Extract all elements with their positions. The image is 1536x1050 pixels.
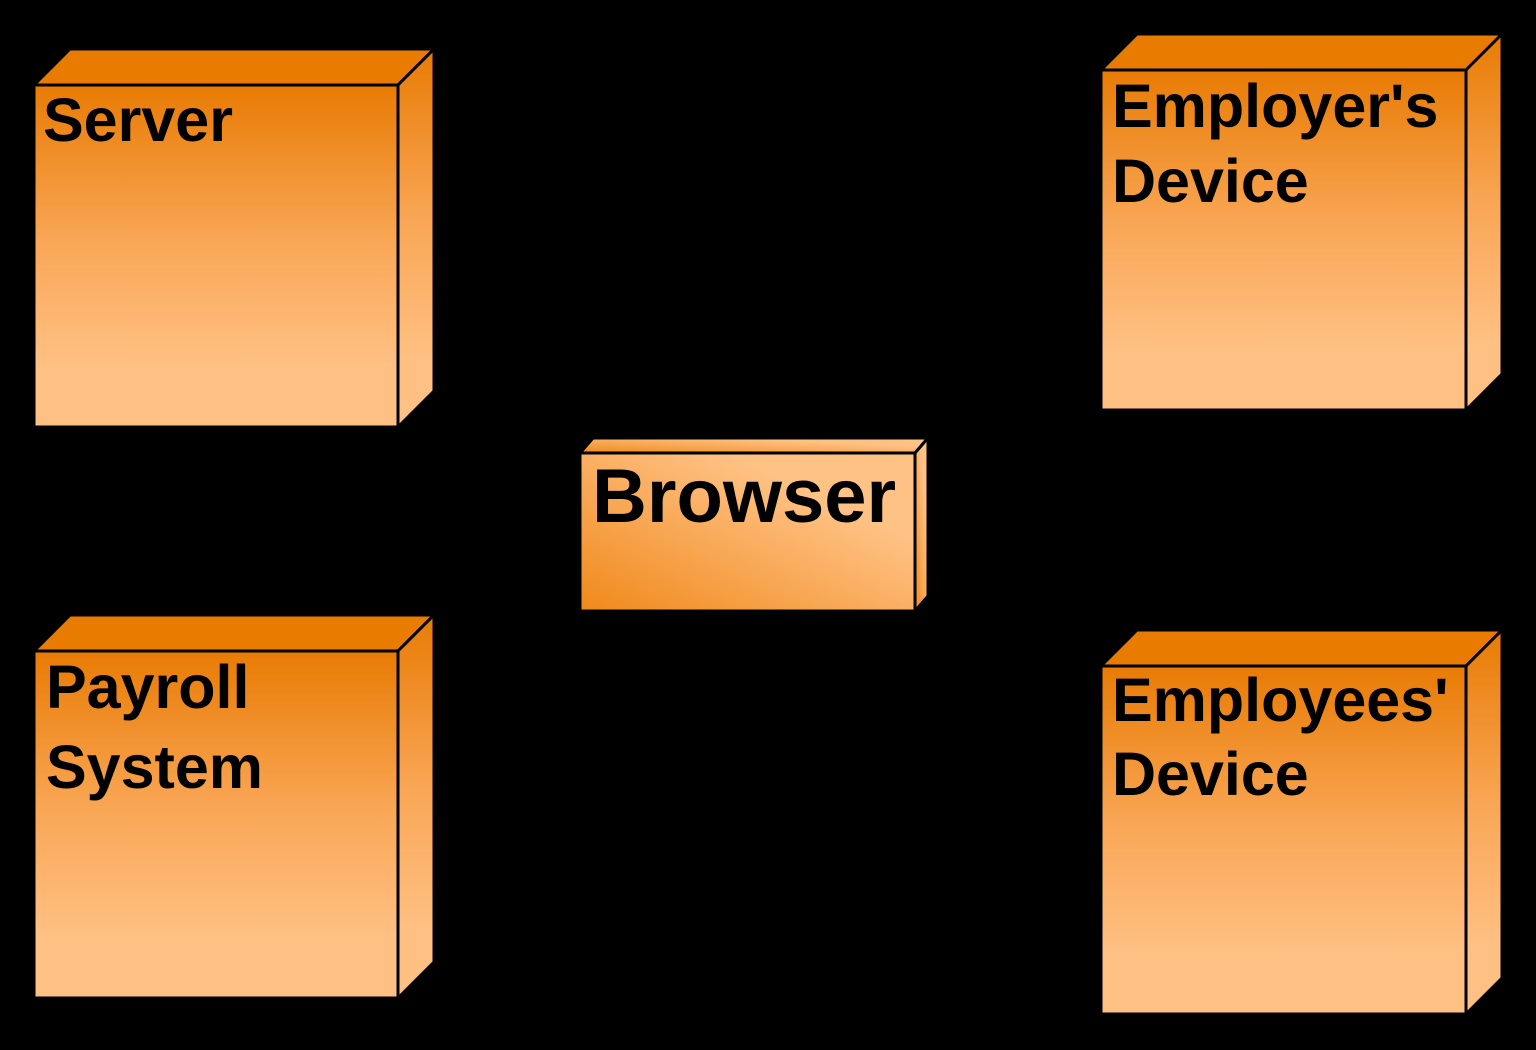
node-payroll-system-side-face [396, 611, 436, 1002]
node-payroll-system-label-line-1: Payroll [46, 653, 249, 721]
node-server-label: Server [43, 86, 233, 154]
node-browser-top-face [576, 436, 932, 455]
node-server-front-face [32, 83, 400, 429]
node-server: Server [30, 45, 438, 431]
node-payroll-system-front-face [32, 649, 400, 1000]
node-browser: Browser [576, 433, 932, 616]
node-browser-front-face [578, 451, 917, 613]
node-employers-device-top-face [1097, 32, 1506, 72]
node-employees-device-label-line-1: Employees' [1112, 666, 1449, 734]
node-employers-device-label-line-2: Device [1112, 147, 1309, 215]
node-employers-device-side-face [1464, 30, 1504, 414]
node-browser-side-face [913, 433, 930, 616]
node-employees-device-side-face [1464, 626, 1504, 1018]
node-employees-device-label-line-2: Device [1112, 740, 1309, 808]
node-employers-device-label-line-1: Employer's [1112, 72, 1438, 140]
node-payroll-system-top-face [30, 613, 438, 653]
node-server-side-face [396, 45, 436, 431]
node-employees-device-top-face [1097, 628, 1506, 668]
node-employers-device: Employer's Device [1097, 30, 1506, 414]
node-employees-device-front-face [1099, 664, 1468, 1016]
node-employees-device: Employees' Device [1097, 626, 1506, 1018]
node-payroll-system: Payroll System [30, 611, 438, 1002]
node-browser-label: Browser [592, 454, 896, 539]
node-employers-device-front-face [1099, 68, 1468, 412]
node-payroll-system-label-line-2: System [46, 733, 263, 801]
node-server-top-face [30, 47, 438, 87]
